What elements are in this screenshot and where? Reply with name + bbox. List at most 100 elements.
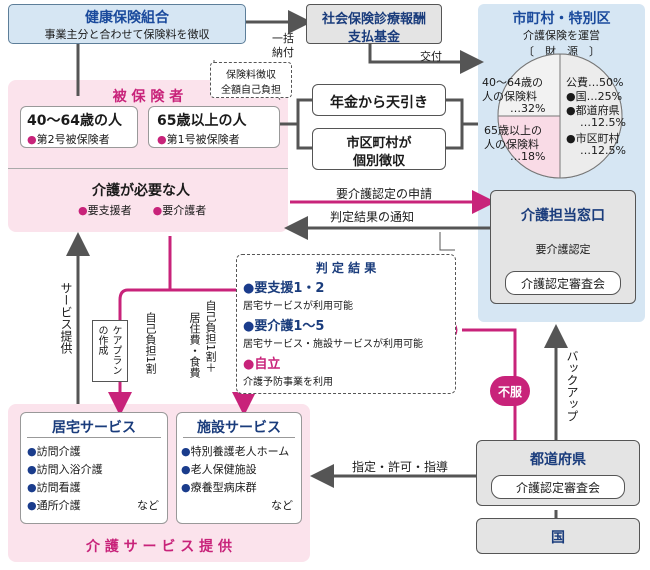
insured-area [8,80,288,232]
facility-service-title: 施設サービス [197,420,281,436]
backup-label: バックアップ [565,350,579,422]
copay2b-label: 居住費・食費 [188,312,201,378]
age65-sub-wrap: ●第1号被保険者 [157,131,240,147]
result-s2-title: 要介護1〜5 [254,319,325,334]
payment-fund-box: 社会保険診療報酬 支払基金 [306,4,442,45]
careplan-line2: の作成 [96,325,107,355]
age40-sub: 第2号被保険者 [36,133,110,146]
pie-left-1: 40〜64歳の [482,76,543,89]
home-etc: など [137,499,159,512]
home-item-4-bullet-icon: ● [27,499,37,512]
care-window-box: 介護担当窓口 要介護認定 介護認定審査会 [490,190,636,304]
result-s3-sub: 介護予防事業を利用 [243,377,333,388]
need-bullet-1-icon: ● [78,204,88,217]
pie-right-2: 人の保険料 [484,138,539,151]
pie-left-2: 人の保険料 [482,90,537,103]
age40-box: 40〜64歳の人 ●第2号被保険者 [20,106,138,148]
prefecture-box: 都道府県 介護認定審査会 [476,440,640,506]
insured-title: 被 保 険 者 [112,89,184,105]
designate-label: 指定・許可・指導 [352,460,449,474]
pie-right-1: 65歳以上の [484,124,542,137]
age40-title: 40〜64歳の人 [27,113,122,129]
facility-item-1: 特別養護老人ホーム [190,445,290,458]
result-s1-bullet-icon: ● [243,281,255,296]
insured-note-line2: 全額自己負担 [221,85,281,96]
result-title: 判 定 結 果 [315,261,377,275]
home-item-2-bullet-icon: ● [27,463,37,476]
prefecture-board: 介護認定審査会 [515,481,600,495]
insured-note-callout: 保険料徴収 全額自己負担 [210,62,292,98]
need-item-1: 要支援者 [87,204,132,217]
facility-item-2-wrap: ●老人保健施設 [181,461,257,477]
pension-box: 年金から天引き [312,84,446,116]
result-s2-title-wrap: ●要介護1〜5 [243,315,324,334]
age65-sub: 第1号被保険者 [166,133,240,146]
window-title: 介護担当窓口 [521,208,605,224]
copay2a-label: 自己負担1割＋ [204,300,217,373]
home-item-3-bullet-icon: ● [27,481,37,494]
window-board-box: 介護認定審査会 [505,271,621,295]
age40-bullet-icon: ● [27,133,37,146]
fufuku-badge: 不服 [490,376,530,406]
facility-item-3-bullet-icon: ● [181,481,191,494]
home-item-1-wrap: ●訪問介護 [27,443,81,459]
facility-item-3: 療養型病床群 [190,481,257,494]
facility-item-3-wrap: ●療養型病床群 [181,479,257,495]
pie-public-4: ●市区町村 [566,132,620,145]
facility-item-1-wrap: ●特別養護老人ホーム [181,443,289,459]
municipality-title: 市町村・特別区 [512,11,611,27]
need-title: 介護が必要な人 [92,183,190,199]
facility-service-box: 施設サービス ●特別養護老人ホーム ●老人保健施設 ●療養型病床群 など [176,412,302,524]
pie-right-3: …18% [510,150,546,163]
lump-sum-label-2: 納付 [272,46,294,59]
result-s3-title-wrap: ●自立 [243,353,280,372]
care-service-provide-label: 介 護 サ ー ビ ス 提 供 [85,539,233,555]
result-s3-title: 自立 [254,357,281,372]
pie-public-0: 公費…50% [566,76,624,89]
payment-fund-line1: 社会保険診療報酬 [321,12,426,27]
payment-fund-line2: 支払基金 [347,30,400,45]
country-box: 国 [476,518,640,554]
pie-public-2: ●都道府県 [566,104,620,117]
result-s3-bullet-icon: ● [243,357,255,372]
apply-label: 要介護認定の申請 [336,187,433,201]
home-item-4-wrap: ●通所介護 [27,497,81,513]
home-service-divider [27,437,161,438]
result-s1-sub: 居宅サービスが利用可能 [243,301,353,312]
window-board: 介護認定審査会 [520,277,605,291]
result-box: 判 定 結 果 ●要支援1・2 居宅サービスが利用可能 ●要介護1〜5 居宅サー… [236,254,456,394]
result-s2-sub: 居宅サービス・施設サービスが利用可能 [243,339,423,350]
pie-public-1: ●国…25% [566,90,623,103]
notify-label: 判定結果の通知 [330,210,415,224]
home-item-1-bullet-icon: ● [27,445,37,458]
home-service-title: 居宅サービス [52,420,136,436]
home-item-3: 訪問看護 [36,481,81,494]
prefecture-title: 都道府県 [530,452,586,468]
copay1-label: 自己負担1割 [144,312,157,374]
facility-item-1-bullet-icon: ● [181,445,191,458]
city-collect-line2: 個別徴収 [352,154,405,169]
age40-sub-wrap: ●第2号被保険者 [27,131,110,147]
careplan-line1: ケアプラン [110,325,121,375]
careplan-doc: ケアプラン の作成 [92,320,128,382]
result-s1-title-wrap: ●要支援1・2 [243,277,324,296]
insured-divider [8,168,288,169]
municipality-finance: 〔 財 源 〕 [523,45,600,58]
home-item-3-wrap: ●訪問看護 [27,479,81,495]
health-insurance-association: 健康保険組合 事業主分と合わせて保険料を徴収 [8,4,246,44]
insured-note-line1: 保険料徴収 [226,70,276,81]
prefecture-board-box: 介護認定審査会 [491,475,625,499]
pie-public-3: …12.5% [580,116,626,129]
home-item-4: 通所介護 [36,499,81,512]
need-item-2: 要介護者 [162,204,207,217]
need-bullet-2-icon: ● [152,204,163,217]
pie-left-3: …32% [510,102,546,115]
age65-bullet-icon: ● [157,133,167,146]
home-item-2-wrap: ●訪問入浴介護 [27,461,103,477]
kofu-label: 交付 [420,50,442,63]
result-s1-title: 要支援1・2 [254,281,325,296]
pension-label: 年金から天引き [330,95,428,111]
home-item-2: 訪問入浴介護 [36,463,103,476]
